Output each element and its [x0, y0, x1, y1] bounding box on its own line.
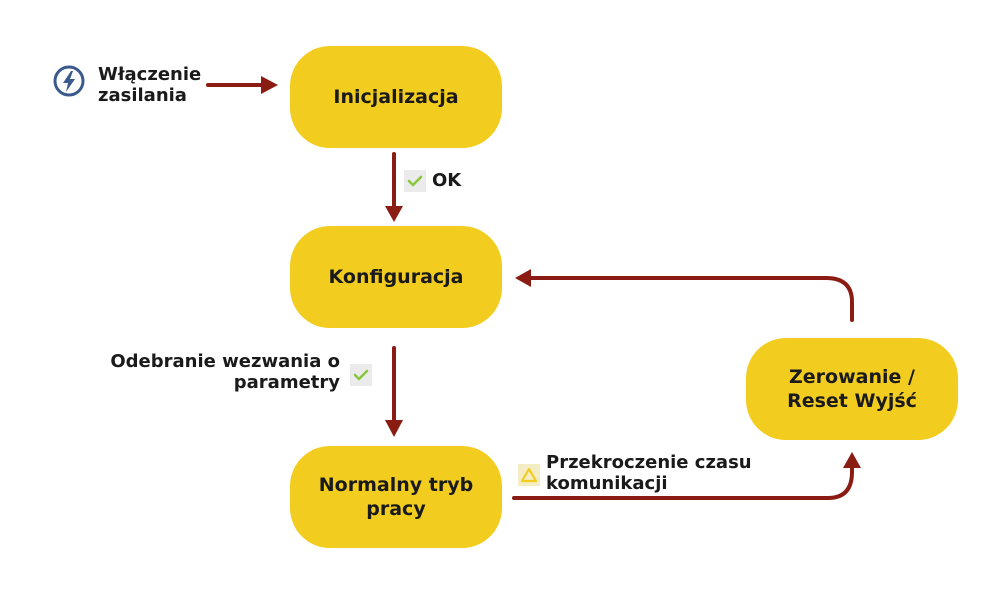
state-reset-outputs-line2: Reset Wyjść	[787, 390, 917, 412]
power-icon	[52, 64, 86, 98]
state-reset-outputs-line1: Zerowanie /	[789, 366, 915, 388]
warning-triangle-icon	[518, 464, 540, 486]
transition-params-label: Odebranie wezwania o parametry	[110, 351, 340, 393]
state-normal-operation: Normalny tryb pracy	[290, 446, 502, 548]
transition-timeout-line2: komunikacji	[546, 473, 668, 494]
state-reset-outputs: Zerowanie / Reset Wyjść	[746, 338, 958, 440]
state-initialization: Inicjalizacja	[290, 46, 502, 148]
state-normal-operation-line1: Normalny tryb	[318, 474, 474, 496]
power-on-label: Włączenie zasilania	[98, 64, 201, 106]
check-icon	[350, 364, 372, 386]
arrow-normal-to-reset	[512, 466, 854, 500]
transition-ok-label: OK	[432, 170, 462, 191]
arrow-reset-to-config	[528, 276, 854, 322]
state-initialization-label: Inicjalizacja	[333, 86, 459, 108]
transition-timeout-line1: Przekroczenie czasu	[546, 452, 752, 473]
state-configuration: Konfiguracja	[290, 226, 502, 328]
transition-params-line1: Odebranie wezwania o	[110, 351, 340, 372]
power-on-label-line2: zasilania	[98, 85, 187, 106]
transition-timeout-label: Przekroczenie czasu komunikacji	[546, 452, 752, 494]
state-normal-operation-line2: pracy	[366, 498, 426, 520]
transition-params-line2: parametry	[233, 372, 340, 393]
state-configuration-label: Konfiguracja	[328, 266, 464, 288]
power-on-label-line1: Włączenie	[98, 64, 202, 85]
check-icon	[404, 170, 426, 192]
